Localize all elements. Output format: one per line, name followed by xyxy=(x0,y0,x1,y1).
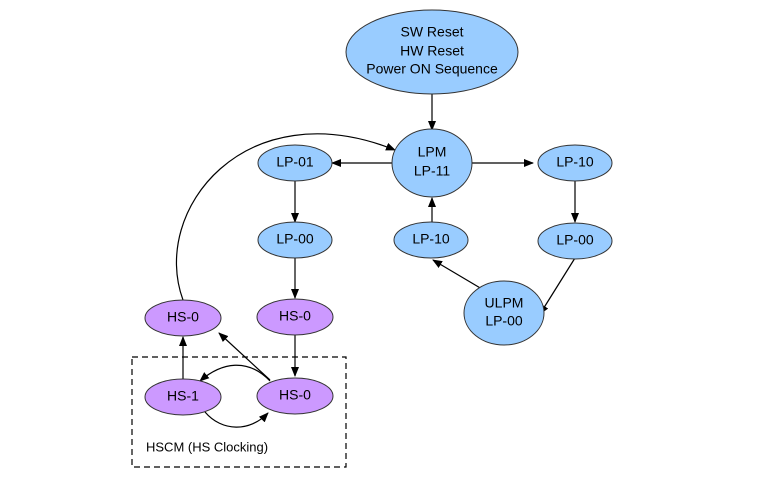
node-hs1: HS-1 xyxy=(144,378,222,416)
node-reset-line-2: HW Reset xyxy=(400,43,464,59)
node-lp10-right-label: LP-10 xyxy=(556,154,594,170)
node-reset: SW Reset HW Reset Power ON Sequence xyxy=(345,9,519,95)
edge-hs0-bottom-to-hs0-left xyxy=(218,332,271,381)
node-lp00-right-label: LP-00 xyxy=(556,232,594,248)
edge-hs1-to-hs0-bottom xyxy=(204,411,269,428)
node-lp01-label: LP-01 xyxy=(276,154,314,170)
node-lp10-right: LP-10 xyxy=(537,144,613,182)
node-ulpm-line-1: ULPM xyxy=(485,295,524,311)
node-lpm: LPM LP-11 xyxy=(391,128,473,198)
node-ulpm-line-2: LP-00 xyxy=(485,313,523,329)
node-lp10-mid: LP-10 xyxy=(393,221,469,259)
node-reset-line-1: SW Reset xyxy=(400,24,463,40)
node-hs0-bottom: HS-0 xyxy=(256,377,334,415)
edge-ulpm-to-lp10-mid xyxy=(432,259,488,293)
node-hs0-left-label: HS-0 xyxy=(167,309,199,325)
node-hs1-label: HS-1 xyxy=(167,388,199,404)
node-ulpm: ULPM LP-00 xyxy=(463,280,545,346)
node-lpm-line-1: LPM xyxy=(418,144,447,160)
hscm-box xyxy=(131,356,347,468)
node-lp00-left: LP-00 xyxy=(257,221,333,259)
node-hs0-mid: HS-0 xyxy=(256,298,334,336)
node-lp00-right: LP-00 xyxy=(537,222,613,260)
edge-hs0-bottom-to-hs1 xyxy=(199,364,271,382)
edge-hs0-left-to-lpm xyxy=(175,133,396,301)
node-hs0-bottom-label: HS-0 xyxy=(279,387,311,403)
node-lp10-mid-label: LP-10 xyxy=(412,231,450,247)
edge-lp00-right-to-ulpm xyxy=(539,257,576,315)
node-lp01: LP-01 xyxy=(257,144,333,182)
node-lp00-left-label: LP-00 xyxy=(276,231,314,247)
hscm-caption: HSCM (HS Clocking) xyxy=(146,439,268,454)
node-lpm-line-2: LP-11 xyxy=(414,163,451,179)
node-hs0-mid-label: HS-0 xyxy=(279,308,311,324)
node-reset-line-3: Power ON Sequence xyxy=(366,61,498,77)
node-hs0-left: HS-0 xyxy=(144,299,222,337)
